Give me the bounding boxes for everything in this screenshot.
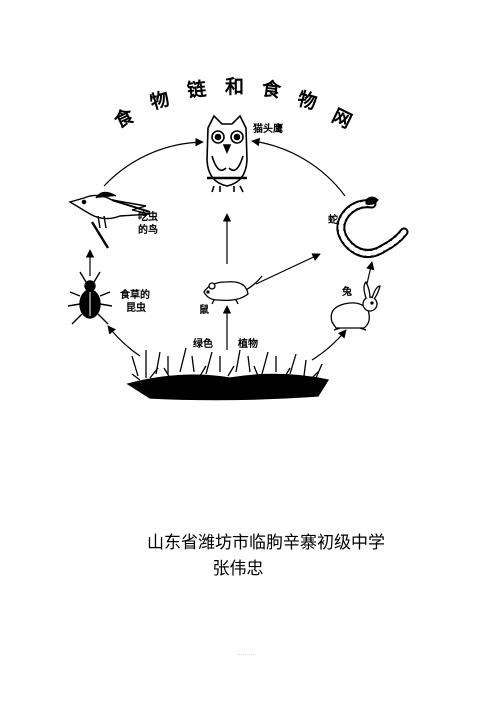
title-char-4: 和 [225,76,245,98]
insect-icon [67,271,113,325]
label-insect-line2: 昆虫 [126,303,146,314]
food-web-drawing [67,114,409,401]
label-plant-left: 绿色 [193,339,213,350]
arc-bird-to-owl [103,137,204,187]
author-name: 张伟忠 [212,559,264,579]
label-snake: 蛇 [328,215,338,226]
label-rabbit: 兔 [342,287,352,298]
label-mouse: 鼠 [199,305,209,316]
grass-icon [126,347,330,401]
label-bird-line1: 吃虫 [138,212,158,223]
arrow-mouse-to-snake [255,253,321,285]
bird-icon [68,191,151,249]
arc-snake-to-owl [251,137,346,197]
rabbit-icon [330,280,381,331]
mouse-icon [203,275,263,305]
school-name: 山东省潍坊市临朐辛寨初级中学 [147,533,385,553]
owl-icon [206,114,248,193]
label-insect-line1: 食草的 [120,290,150,301]
label-plant-right: 植物 [238,339,258,350]
title-char-5: 食 [260,77,283,103]
label-owl: 猫头鹰 [253,124,283,135]
label-bird-line2: 的鸟 [138,225,158,236]
title-char-3: 链 [186,78,208,102]
food-web-diagram: 食 物 链 和 食 物 网 猫头鹰 吃虫 的鸟 蛇 食草的 昆虫 鼠 兔 绿色 … [67,76,409,401]
snake-icon [336,196,409,258]
footer-mark [238,654,256,659]
arc-plants-to-rabbit [311,329,347,361]
arc-plants-to-insect [107,325,141,357]
